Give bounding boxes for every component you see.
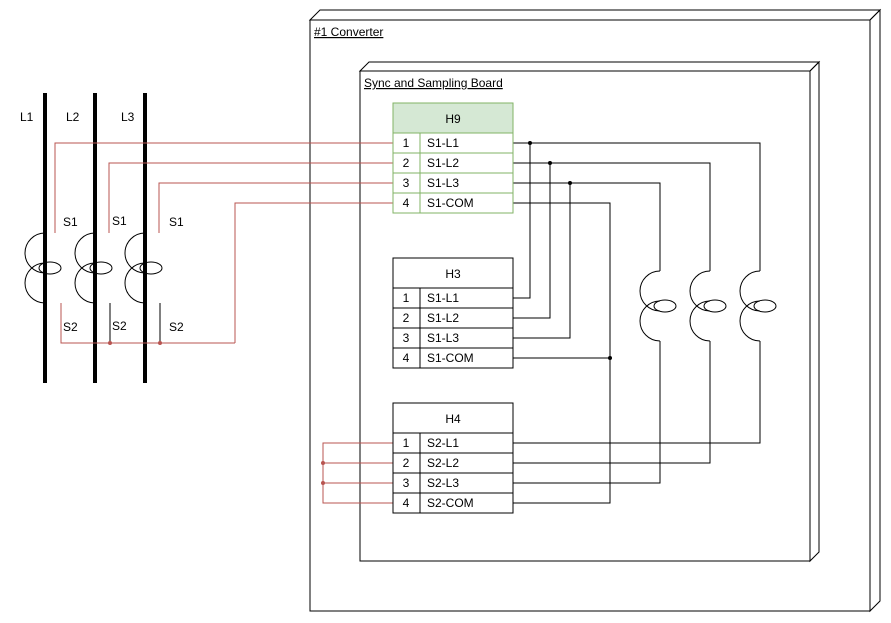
ct-l3-s1-label: S1 [169,215,184,229]
h9-pin-num: 3 [403,176,410,190]
h4-pin-label: S2-L2 [427,456,459,470]
h9-pin-label: S1-L3 [427,176,459,190]
h3-pin-label: S1-COM [427,351,474,365]
h9-pin-num: 1 [403,136,410,150]
ct-l1-s2-label: S2 [63,320,78,334]
connector-h4: H4 1 S2-L1 2 S2-L2 3 S2-L3 4 S2-COM [392,402,514,514]
h4-pin-label: S2-L1 [427,436,459,450]
ct-l3 [124,232,163,304]
internal-wiring [513,141,761,504]
ct-l2-s2-label: S2 [112,319,127,333]
h3-title: H3 [445,267,461,281]
h4-pin-num: 2 [403,456,410,470]
wire-s1-l2 [108,162,393,233]
ct-l1-s1-label: S1 [63,215,78,229]
board-cts [639,270,777,342]
h4-pin-num: 3 [403,476,410,490]
wire-s2-common [60,303,235,344]
board-title: Sync and Sampling Board [364,76,503,90]
h3-pin-num: 4 [403,351,410,365]
ct-l2-s1-label: S1 [112,214,127,228]
phase-label-l1: L1 [20,110,34,124]
wire-s1-com [234,202,393,343]
h4-pin-num: 1 [403,436,410,450]
h9-pin-label: S1-L2 [427,156,459,170]
ct-l3-s2-label: S2 [169,320,184,334]
connector-h3: H3 1 S1-L1 2 S1-L2 3 S1-L3 4 S1-COM [392,257,514,369]
h3-pin-num: 3 [403,331,410,345]
h9-pin-label: S1-L1 [427,136,459,150]
connector-h9: H9 1 S1-L1 2 S1-L2 3 S1-L3 4 S1-COM [392,102,514,214]
junction-s2-l2 [108,341,112,345]
phase-buses: L1 L2 L3 [20,93,147,383]
line-cts: S1 S1 S1 S2 S2 S2 [24,214,184,334]
h3-pin-label: S1-L3 [427,331,459,345]
board-ct-l1 [739,270,777,342]
h4-title: H4 [445,412,461,426]
h3-pin-label: S1-L1 [427,291,459,305]
h9-title: H9 [445,112,461,126]
ct-l1 [24,232,62,304]
h9-pin-num: 4 [403,196,410,210]
board-ct-l3 [639,270,677,342]
h3-pin-num: 1 [403,291,410,305]
wire-h4-loop-b [322,482,393,504]
phase-label-l3: L3 [121,110,135,124]
sync-sampling-board: Sync and Sampling Board [358,60,821,563]
converter-enclosure: #1 Converter [308,8,882,613]
h4-pin-label: S2-L3 [427,476,459,490]
h4-pin-label: S2-COM [427,496,474,510]
phase-label-l2: L2 [66,110,80,124]
ct-l2 [74,232,113,304]
external-wiring [54,142,393,504]
h3-pin-num: 2 [403,311,410,325]
converter-title: #1 Converter [314,25,383,39]
board-ct-l2 [689,270,727,342]
h9-pin-label: S1-COM [427,196,474,210]
wire-s1-l1 [54,142,393,233]
wire-s1-l3 [158,182,393,233]
junction-s2-l3 [158,341,162,345]
h9-pin-num: 2 [403,156,410,170]
wire-h4-loop-a [322,442,393,464]
h3-pin-label: S1-L2 [427,311,459,325]
h4-pin-num: 4 [403,496,410,510]
